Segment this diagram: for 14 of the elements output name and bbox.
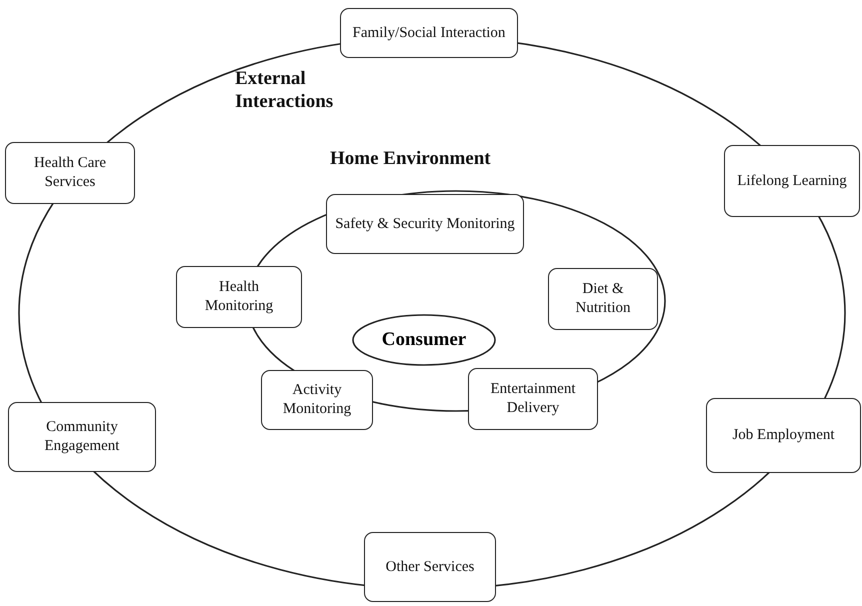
text-box: Lifelong Learning [724,145,860,217]
center-label: Consumer [382,329,466,351]
text-box: Activity Monitoring [261,370,373,430]
text-box: Health Monitoring [176,266,302,328]
region-heading: External Interactions [235,68,334,114]
text-box: Diet & Nutrition [548,268,658,330]
region-heading: Home Environment [330,148,492,171]
text-box: Other Services [364,532,496,602]
text-box: Entertainment Delivery [468,368,598,430]
text-box: Community Engagement [8,402,156,472]
text-box: Health Care Services [5,142,135,204]
text-box: Family/Social Interaction [340,8,518,58]
text-box: Job Employment [706,398,861,473]
text-box: Safety & Security Monitoring [326,194,524,254]
